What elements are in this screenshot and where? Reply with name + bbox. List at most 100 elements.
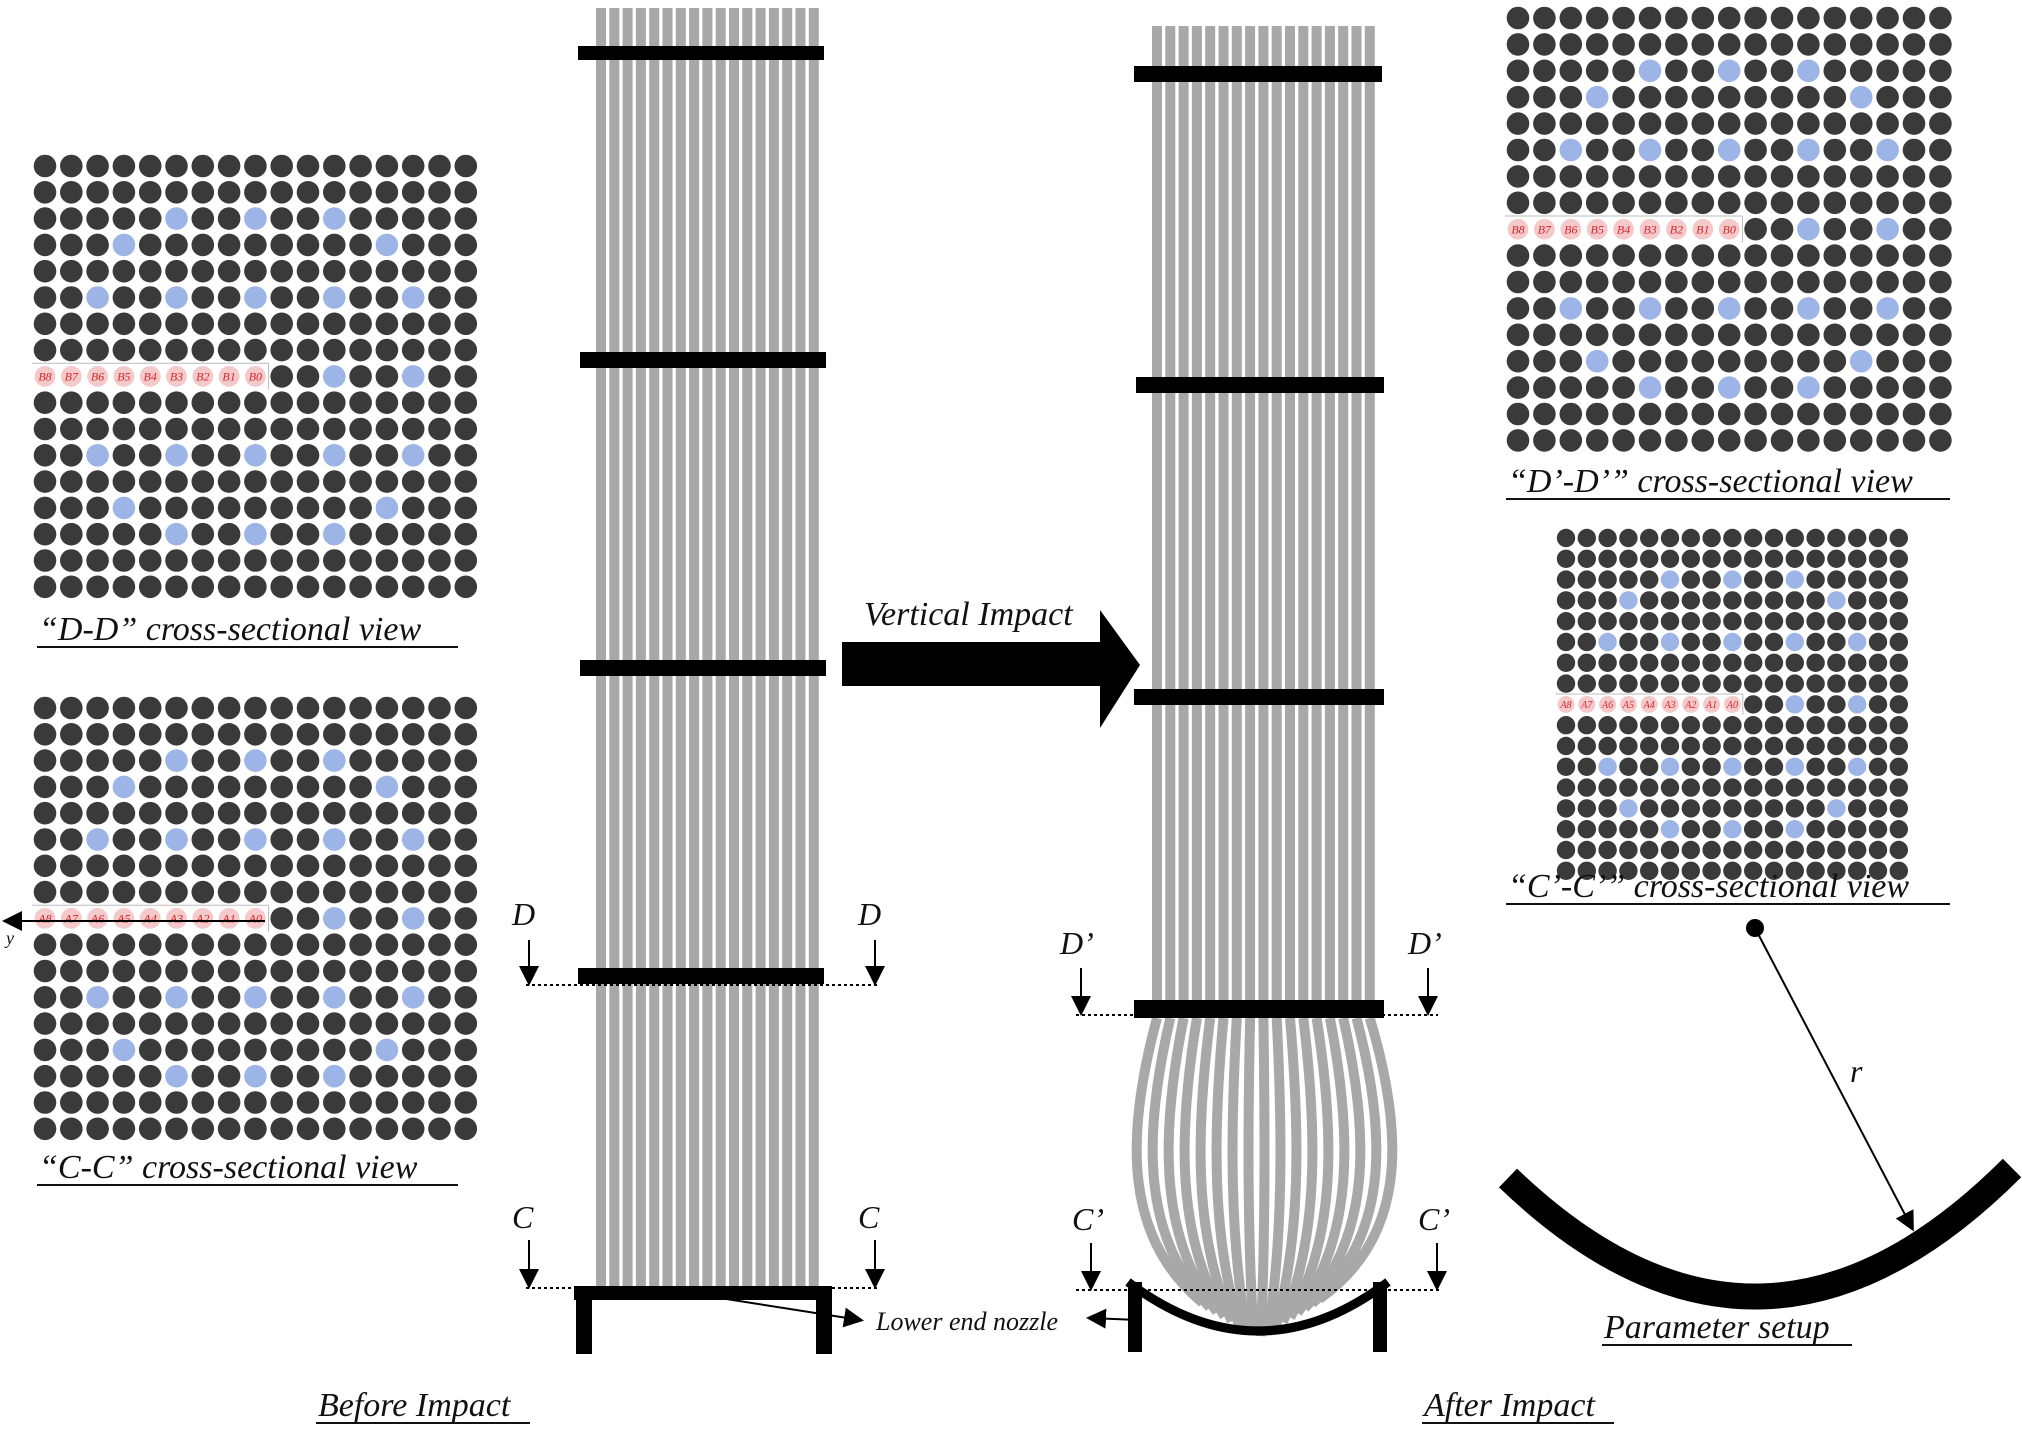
fuel-rod <box>1868 799 1888 818</box>
guide-tube <box>1723 570 1742 589</box>
fuel-rod <box>217 854 241 878</box>
labeled-rod <box>1666 218 1687 240</box>
fuel-rod <box>33 233 57 257</box>
fuel-rod <box>33 775 57 799</box>
fuel-rod <box>86 549 109 572</box>
after-impact-label: After Impact <box>1422 1387 1596 1424</box>
before-impact-label: Before Impact <box>318 1387 512 1424</box>
spacer-grid <box>578 968 824 984</box>
labeled-rod <box>87 366 108 387</box>
fuel-rod <box>217 470 241 493</box>
fuel-rod <box>1889 757 1909 776</box>
fuel-rod <box>86 854 109 878</box>
fuel-rod <box>401 207 425 230</box>
fuel-rod <box>1665 244 1688 267</box>
fuel-rod <box>1723 799 1742 818</box>
guide-tube <box>1797 138 1820 162</box>
svg-text:D’: D’ <box>1059 925 1094 961</box>
fuel-rod <box>296 444 320 467</box>
fuel-rod <box>375 749 399 772</box>
rod-label: B3 <box>1643 222 1656 236</box>
fuel-rod <box>428 1012 451 1035</box>
rod-label: A7 <box>64 912 79 926</box>
fuel-rod-side <box>1324 26 1335 1018</box>
fuel-rod <box>1506 59 1530 83</box>
fuel-rod <box>1691 191 1715 215</box>
fuel-rod <box>138 575 162 599</box>
fuel-rod <box>454 828 478 851</box>
fuel-rod <box>1681 716 1701 735</box>
fuel-rod <box>191 417 215 441</box>
guide-tube <box>244 986 267 1009</box>
fuel-rod <box>1691 244 1715 267</box>
fuel-rod <box>428 154 451 178</box>
fuel-rod <box>217 233 241 257</box>
fuel-rod <box>1723 653 1742 672</box>
fuel-rod <box>138 1064 162 1088</box>
fuel-rod <box>270 181 294 204</box>
fuel-rod <box>1848 820 1867 839</box>
fuel-rod <box>217 391 241 415</box>
fuel-rod <box>1598 736 1617 756</box>
fuel-rod <box>1723 612 1742 631</box>
fuel-rod <box>428 801 451 825</box>
fuel-rod-side <box>715 8 726 1286</box>
fuel-rod <box>165 1012 188 1035</box>
fuel-rod <box>1827 528 1846 548</box>
fuel-rod <box>454 286 478 309</box>
fuel-rod-side <box>768 8 779 1286</box>
fuel-rod <box>428 775 451 799</box>
fuel-rod <box>1744 165 1767 188</box>
fuel-rod <box>1577 820 1597 839</box>
fuel-rod <box>1823 402 1847 426</box>
fuel-rod <box>191 696 215 720</box>
after-lower-end-nozzle <box>1125 1278 1391 1352</box>
bowed-fuel-rod <box>1263 1017 1286 1333</box>
labeled-rod <box>60 366 82 387</box>
fuel-rod <box>454 959 478 983</box>
fuel-rod <box>1770 33 1794 56</box>
rod-label: A0 <box>1726 700 1738 711</box>
vertical-impact-label: Vertical Impact <box>864 596 1074 633</box>
fuel-rod <box>323 181 346 204</box>
fuel-rod <box>1889 570 1909 589</box>
fuel-rod <box>217 1091 241 1114</box>
fuel-rod <box>401 496 425 520</box>
guide-tube <box>323 286 346 309</box>
fuel-rod <box>1638 349 1662 373</box>
fuel-rod <box>1660 549 1680 568</box>
fuel-rod <box>401 854 425 878</box>
fuel-rod <box>1640 736 1659 756</box>
fuel-rod <box>1823 112 1847 135</box>
bowed-fuel-rod <box>1270 1017 1302 1329</box>
fuel-rod <box>375 470 399 493</box>
fuel-rod <box>112 854 136 878</box>
fuel-rod <box>296 696 320 720</box>
fuel-rod <box>1506 429 1530 452</box>
fuel-rod <box>1723 528 1742 548</box>
fuel-rod <box>1848 528 1867 548</box>
fuel-rod <box>1848 674 1867 693</box>
rod-label: B4 <box>1617 222 1630 236</box>
labeled-rod <box>1619 695 1637 713</box>
fuel-rod <box>86 470 109 493</box>
fuel-rod <box>1598 528 1617 548</box>
fuel-rod <box>1823 85 1847 109</box>
fuel-rod <box>86 1064 109 1088</box>
fuel-rod <box>1577 861 1597 880</box>
fuel-rod <box>349 907 372 930</box>
fuel-rod <box>296 1012 320 1035</box>
labeled-rod <box>113 366 135 387</box>
fuel-rod <box>60 801 83 825</box>
fuel-rod-side <box>1271 26 1282 1018</box>
fuel-rod <box>1506 244 1530 267</box>
fuel-rod <box>165 312 188 336</box>
guide-tube <box>1785 820 1805 839</box>
fuel-rod <box>1770 217 1794 241</box>
guide-tube <box>1848 757 1867 776</box>
fuel-rod <box>1559 244 1583 267</box>
fuel-rod <box>1556 736 1576 756</box>
fuel-rod <box>191 933 215 956</box>
fuel-rod <box>86 575 109 599</box>
fuel-rod <box>323 1012 346 1035</box>
